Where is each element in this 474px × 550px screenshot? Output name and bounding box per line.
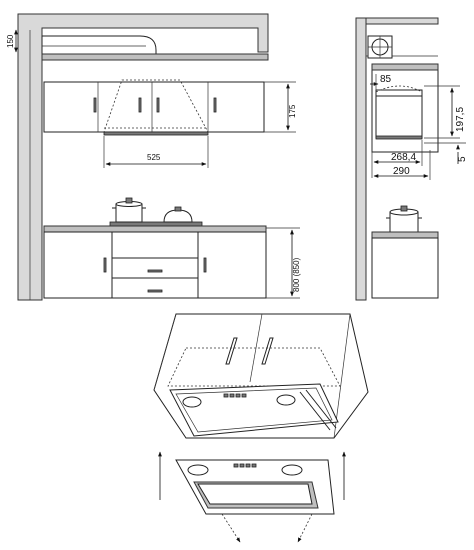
ceiling-band	[41, 53, 269, 61]
dim-hood-width: 525	[103, 136, 209, 168]
hood-underside	[103, 131, 209, 136]
front-view: 150 175 525	[6, 13, 301, 301]
control-buttons	[223, 393, 247, 398]
panel-lamp-left-icon	[187, 464, 209, 476]
dim-top-clearance-label: 85	[380, 74, 392, 85]
side-base-cabinet	[371, 237, 439, 299]
dim-gap: 5	[424, 142, 468, 164]
panel-buttons	[233, 463, 257, 468]
down-arrow-left-icon	[221, 513, 241, 543]
dim-outer-depth: 290	[373, 150, 431, 180]
drawer-1	[111, 257, 199, 279]
dim-cabinet-label: 175	[288, 104, 297, 118]
dim-hood-height-label: 197,5	[455, 107, 466, 132]
drawer-2	[111, 277, 199, 299]
dim-top-clearance: 85	[370, 74, 392, 90]
pan-icon	[163, 209, 193, 223]
dim-hood-width-label: 525	[147, 153, 161, 162]
side-cooktop	[371, 205, 439, 299]
perspective-hood	[153, 313, 369, 439]
dim-counter: 800 (850)	[266, 227, 301, 299]
base-cabinets	[43, 225, 267, 299]
dim-hood-height: 197,5	[424, 85, 466, 139]
side-ceiling	[365, 17, 439, 25]
side-view: 85 197,5 5 268,4 290	[355, 17, 468, 301]
cabinet-handle-right	[261, 337, 274, 365]
dim-inner-depth: 268,4	[371, 140, 423, 178]
oven-panel	[111, 231, 199, 259]
dim-chimney-label: 150	[6, 34, 15, 48]
dim-chimney: 150	[6, 29, 18, 53]
dim-outer-depth-label: 290	[393, 166, 410, 177]
upper-cabinets	[43, 81, 265, 133]
down-arrow-right-icon	[297, 513, 313, 543]
side-hood-profile	[375, 85, 423, 140]
cooktop	[109, 197, 203, 227]
dim-inner-depth-label: 268,4	[391, 152, 416, 163]
lamp-right-icon	[276, 394, 296, 406]
duct-section-icon	[367, 35, 393, 59]
dim-cabinet: 175	[264, 81, 297, 133]
side-wall	[355, 17, 367, 301]
ceiling-wall	[17, 13, 269, 301]
dim-gap-label: 5	[457, 156, 468, 162]
panel-lamp-right-icon	[281, 464, 303, 476]
dim-counter-label: 800 (850)	[292, 257, 301, 292]
lamp-left-icon	[182, 396, 202, 408]
exploded-panel	[158, 451, 346, 543]
cabinet-handle-left	[225, 337, 238, 365]
